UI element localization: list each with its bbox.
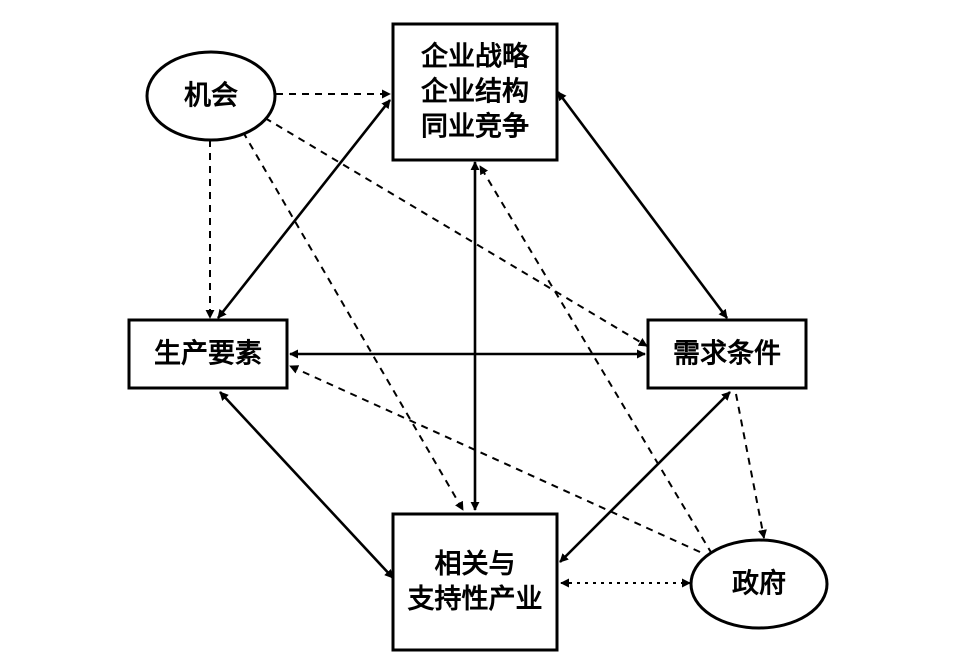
edge-demand-to-government xyxy=(735,393,767,539)
node-government: 政府 xyxy=(689,538,829,630)
node-label-line: 生产要素 xyxy=(154,339,262,370)
node-label-line: 机会 xyxy=(184,81,238,112)
node-box xyxy=(127,318,289,390)
edge-strategy-to-factors xyxy=(216,99,392,319)
node-label-line: 相关与 xyxy=(435,549,516,580)
node-label-line: 企业战略 xyxy=(421,41,530,73)
edge-chance-to-related xyxy=(242,131,464,511)
node-label-line: 支持性产业 xyxy=(408,584,543,615)
node-label-line: 企业结构 xyxy=(421,76,529,108)
edge-government-to-strategy xyxy=(479,165,713,555)
node-ellipse xyxy=(689,538,829,630)
edge-strategy-to-demand xyxy=(556,91,729,319)
node-ellipse xyxy=(145,50,277,142)
node-label-line: 政府 xyxy=(732,568,786,600)
node-box xyxy=(391,512,559,652)
node-demand-conditions: 需求条件 xyxy=(646,318,808,390)
node-label-line: 同业竞争 xyxy=(421,111,529,143)
edge-factors-to-related xyxy=(219,391,394,579)
node-chance: 机会 xyxy=(145,50,277,142)
edge-demand-to-related xyxy=(559,391,731,563)
node-label-line: 需求条件 xyxy=(673,339,781,370)
node-box xyxy=(646,318,808,390)
node-box xyxy=(391,22,559,162)
node-factor-conditions: 生产要素 xyxy=(127,318,289,390)
edge-layer xyxy=(205,89,767,588)
edge-government-to-factors xyxy=(289,365,701,553)
